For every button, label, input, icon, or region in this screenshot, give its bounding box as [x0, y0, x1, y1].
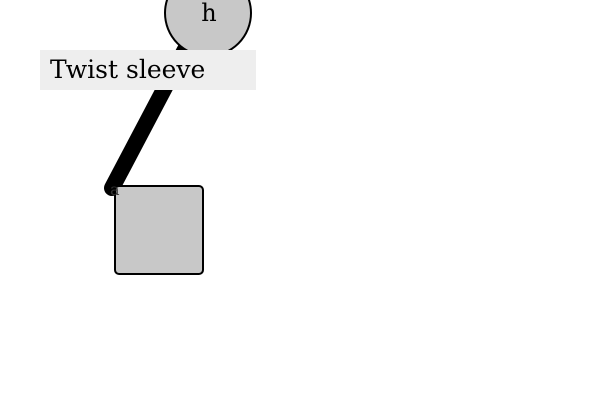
bottom-node-square[interactable]: [114, 185, 204, 275]
top-node-label: h: [201, 0, 216, 27]
instruction-label: Twist sleeve: [40, 50, 256, 90]
bottom-node-label: a: [110, 180, 120, 199]
